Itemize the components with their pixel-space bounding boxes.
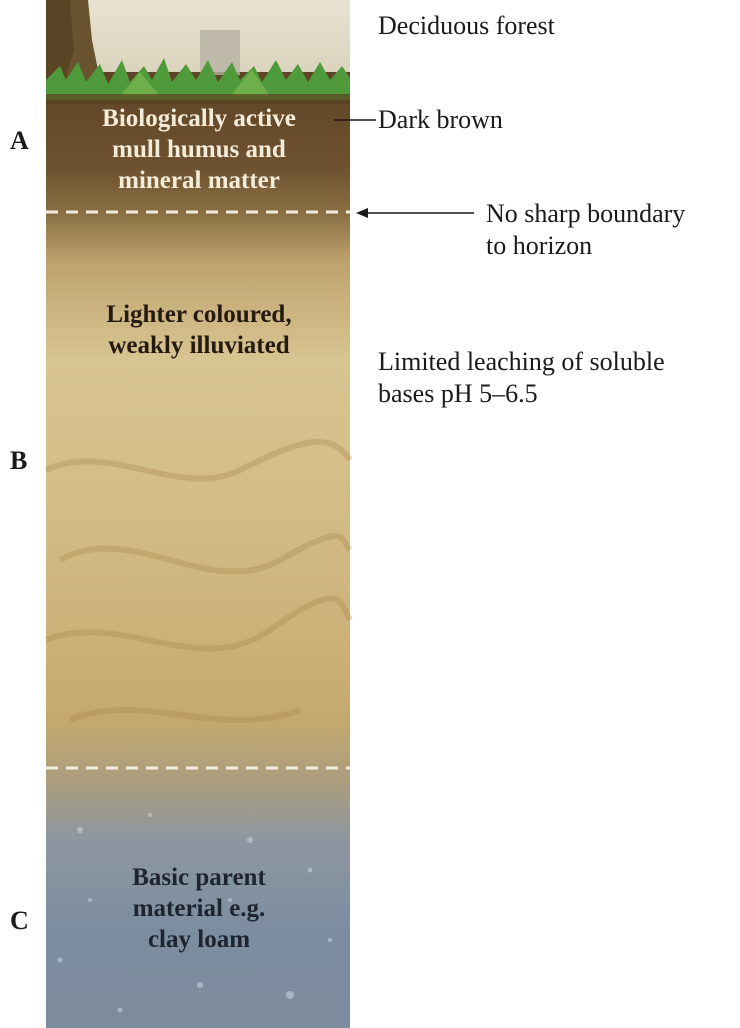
b-horizon-side-note-line-2: bases pH 5–6.5 <box>378 379 538 408</box>
boundary-note: No sharp boundary to horizon <box>486 198 685 262</box>
b-description-line-2: weakly illuviated <box>108 332 290 359</box>
humus-top <box>46 94 350 104</box>
vegetation-label: Deciduous forest <box>378 11 555 40</box>
a-description-line-2: mull humus and <box>112 136 286 163</box>
b-horizon-side-note-line-1: Limited leaching of soluble <box>378 347 665 376</box>
b-horizon-description: Lighter coloured, weakly illuviated <box>46 299 352 361</box>
c-description-line-3: clay loam <box>147 926 251 953</box>
horizon-letter-c: C <box>10 906 29 935</box>
grass <box>46 58 350 100</box>
a-description-line-1: Biologically active <box>102 105 296 132</box>
soil-column <box>46 72 350 1028</box>
c-description-line-1: Basic parent <box>132 864 266 891</box>
b-horizon-streaks <box>44 438 353 723</box>
boundary-arrow-head <box>356 208 368 218</box>
a-description-line-3: mineral matter <box>118 167 280 194</box>
horizon-letter-a: A <box>10 126 29 155</box>
a-horizon-side-note: Dark brown <box>378 105 503 134</box>
boundary-note-line-1: No sharp boundary <box>486 199 686 228</box>
boundary-note-line-2: to horizon <box>486 231 593 260</box>
a-horizon-description: Biologically active mull humus and miner… <box>46 103 352 196</box>
c-description-line-2: material e.g. <box>132 895 266 922</box>
tree-base-shade <box>46 0 74 96</box>
horizon-letter-b: B <box>10 446 28 475</box>
b-horizon-side-note: Limited leaching of soluble bases pH 5–6… <box>378 346 665 410</box>
b-description-line-1: Lighter coloured, <box>106 301 292 328</box>
c-horizon-stones <box>57 813 332 1013</box>
c-horizon-description: Basic parent material e.g. clay loam <box>46 862 352 955</box>
